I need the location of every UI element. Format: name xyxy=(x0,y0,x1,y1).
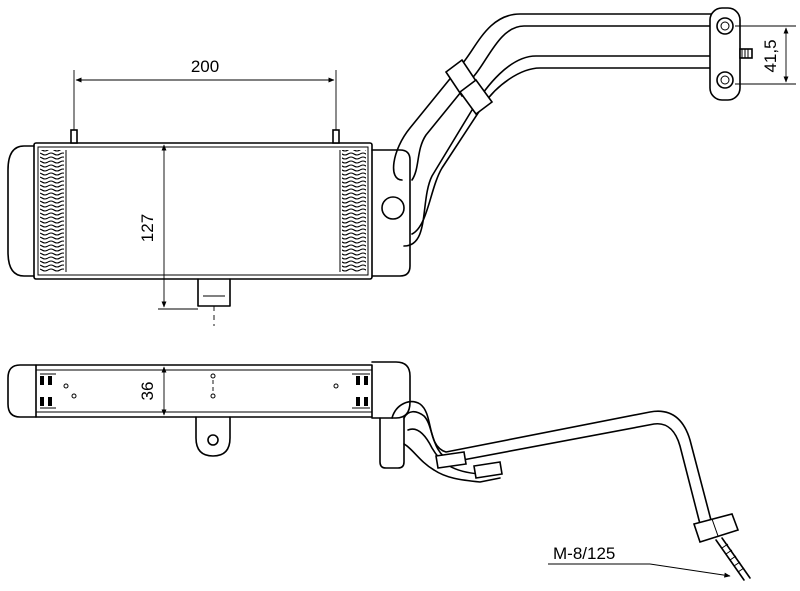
dimension-thickness: 36 xyxy=(138,364,180,418)
top-view-clamp-2 xyxy=(473,461,503,479)
cooler-core xyxy=(33,142,373,280)
thread-callout: M-8/125 xyxy=(548,544,731,578)
outlet-port xyxy=(381,196,405,220)
top-view-housing xyxy=(371,361,411,419)
left-stud xyxy=(70,129,78,144)
thread-label: M-8/125 xyxy=(553,544,615,563)
thickness-label: 36 xyxy=(138,382,157,401)
right-clip-marks xyxy=(352,373,370,409)
pipe-lower xyxy=(403,55,715,247)
top-view xyxy=(7,361,751,581)
bottom-mount-bracket xyxy=(197,278,231,307)
top-view-bracket xyxy=(195,416,231,457)
length-label: 200 xyxy=(191,57,219,76)
left-fin-band xyxy=(40,150,64,272)
flange-spacing-label: 41,5 xyxy=(761,39,780,72)
front-view xyxy=(7,7,753,326)
left-end-tank xyxy=(7,145,35,277)
top-view-body xyxy=(7,364,37,418)
top-view-pipe-2 xyxy=(407,428,501,475)
flange-bolt xyxy=(739,48,753,59)
dimension-length: 200 xyxy=(73,57,337,130)
right-fin-band xyxy=(342,150,366,272)
dimension-height: 127 xyxy=(138,142,198,310)
left-clip-marks xyxy=(40,373,56,409)
pipe-clamp-2 xyxy=(458,78,494,116)
threaded-stud xyxy=(715,537,751,581)
dimension-flange-spacing: 41,5 xyxy=(735,25,796,85)
top-view-clamp-1 xyxy=(435,451,467,469)
fitting-nut xyxy=(692,513,740,543)
pipe-upper xyxy=(392,13,715,181)
outlet-housing xyxy=(371,149,411,277)
height-label: 127 xyxy=(138,214,157,242)
right-stud xyxy=(332,129,340,144)
top-view-outlet xyxy=(379,417,405,469)
